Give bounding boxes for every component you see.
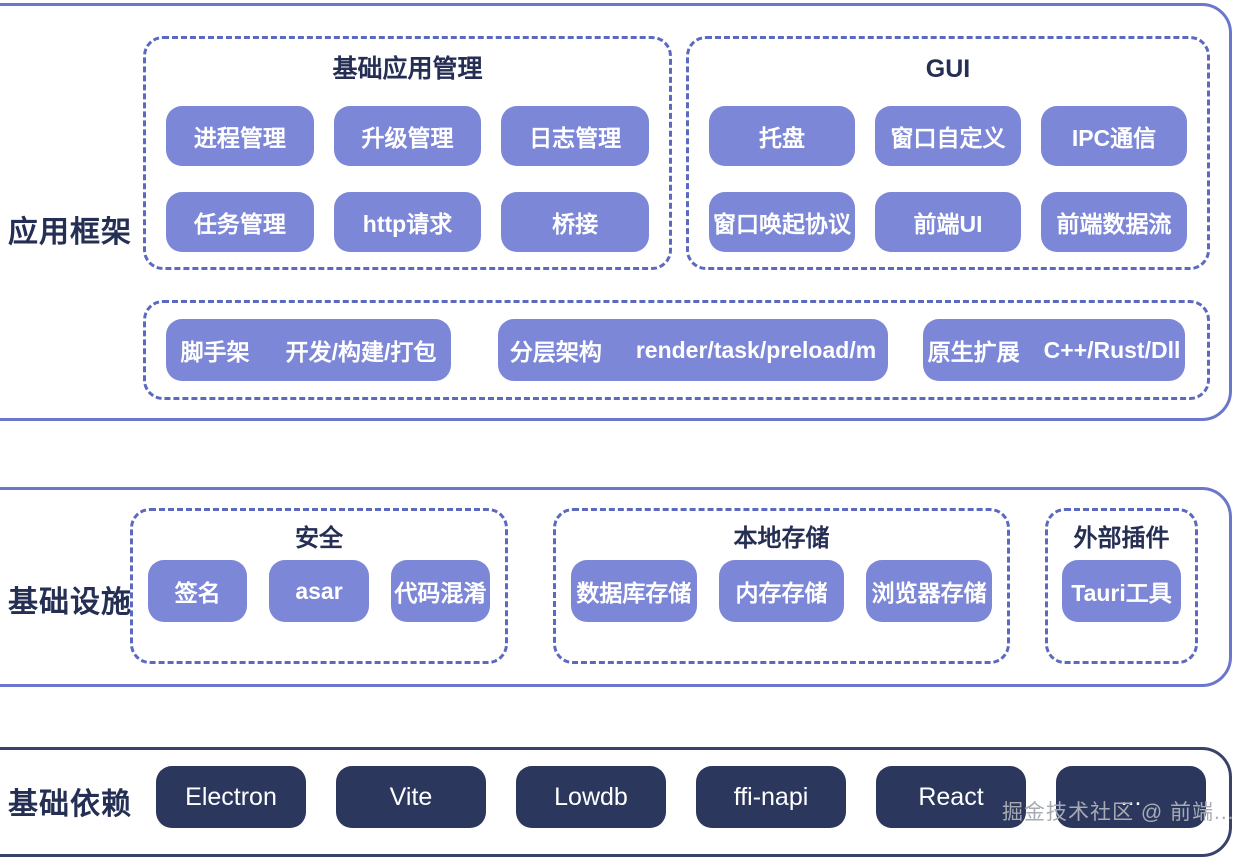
plugins-row: Tauri工具 (1048, 560, 1195, 622)
layered-arch-value: render/task/preload/m (635, 336, 877, 363)
plugins-group: 外部插件 Tauri工具 (1045, 508, 1198, 664)
pill-frontend-ui: 前端UI (875, 192, 1021, 252)
pill-native-ext: 原生扩展 C++/Rust/Dll (923, 319, 1185, 381)
pill-browser-storage: 浏览器存储 (866, 560, 993, 622)
security-group: 安全 签名 asar 代码混淆 (130, 508, 508, 664)
storage-row: 数据库存储 内存存储 浏览器存储 (556, 560, 1007, 622)
pill-ffi-napi: ffi-napi (696, 766, 846, 828)
scaffold-value: 开发/构建/打包 (285, 339, 437, 365)
pill-scaffold: 脚手架 开发/构建/打包 (166, 319, 451, 381)
pill-upgrade-mgmt: 升级管理 (333, 106, 482, 166)
pill-bridge: 桥接 (501, 192, 650, 252)
storage-group: 本地存储 数据库存储 内存存储 浏览器存储 (553, 508, 1010, 664)
storage-title: 本地存储 (733, 525, 830, 552)
pill-task-mgmt: 任务管理 (166, 192, 314, 252)
pill-tray: 托盘 (709, 106, 855, 166)
pill-code-obfuscation: 代码混淆 (390, 560, 490, 622)
scaffold-key: 脚手架 (180, 339, 250, 365)
app-mgmt-row-2: 任务管理 http请求 桥接 (146, 192, 669, 252)
pill-vite: Vite (336, 766, 486, 828)
security-row: 签名 asar 代码混淆 (133, 560, 505, 622)
pill-memory-storage: 内存存储 (718, 560, 845, 622)
gui-row-1: 托盘 窗口自定义 IPC通信 (689, 106, 1207, 166)
pill-tauri-tools: Tauri工具 (1062, 560, 1181, 622)
pill-window-wake-protocol: 窗口唤起协议 (709, 192, 855, 252)
pill-ipc: IPC通信 (1041, 106, 1187, 166)
native-ext-key: 原生扩展 (927, 339, 1020, 365)
gui-group: GUI 托盘 窗口自定义 IPC通信 窗口唤起协议 前端UI 前端数据流 (686, 36, 1210, 270)
pill-electron: Electron (156, 766, 306, 828)
dependencies-label: 基础依赖 (8, 788, 132, 821)
pill-frontend-dataflow: 前端数据流 (1041, 192, 1187, 252)
watermark: 掘金技术社区 @ 前端... (1002, 801, 1234, 824)
gui-title: GUI (925, 55, 971, 83)
pill-lowdb: Lowdb (516, 766, 666, 828)
pill-window-custom: 窗口自定义 (875, 106, 1021, 166)
layered-arch-key: 分层架构 (509, 339, 602, 365)
architecture-diagram: { "colors": { "pill_purple": "#7d87d8", … (0, 3, 1234, 857)
plugins-title: 外部插件 (1073, 525, 1170, 552)
app-mgmt-row-1: 进程管理 升级管理 日志管理 (146, 106, 669, 166)
app-mgmt-group: 基础应用管理 进程管理 升级管理 日志管理 任务管理 http请求 桥接 (143, 36, 672, 270)
arch-row: 脚手架 开发/构建/打包 分层架构 render/task/preload/m … (146, 303, 1207, 381)
pill-process-mgmt: 进程管理 (166, 106, 314, 166)
security-title: 安全 (295, 525, 343, 552)
native-ext-value: C++/Rust/Dll (1043, 336, 1181, 363)
gui-row-2: 窗口唤起协议 前端UI 前端数据流 (689, 192, 1207, 252)
infrastructure-label: 基础设施 (8, 586, 132, 619)
pill-http-request: http请求 (333, 192, 482, 252)
arch-strip-group: 脚手架 开发/构建/打包 分层架构 render/task/preload/m … (143, 300, 1210, 400)
pill-log-mgmt: 日志管理 (501, 106, 650, 166)
pill-signature: 签名 (148, 560, 248, 622)
pill-layered-arch: 分层架构 render/task/preload/m (498, 319, 888, 381)
pill-db-storage: 数据库存储 (571, 560, 697, 622)
app-framework-label: 应用框架 (8, 216, 132, 249)
pill-asar: asar (269, 560, 369, 622)
app-mgmt-title: 基础应用管理 (332, 55, 483, 83)
